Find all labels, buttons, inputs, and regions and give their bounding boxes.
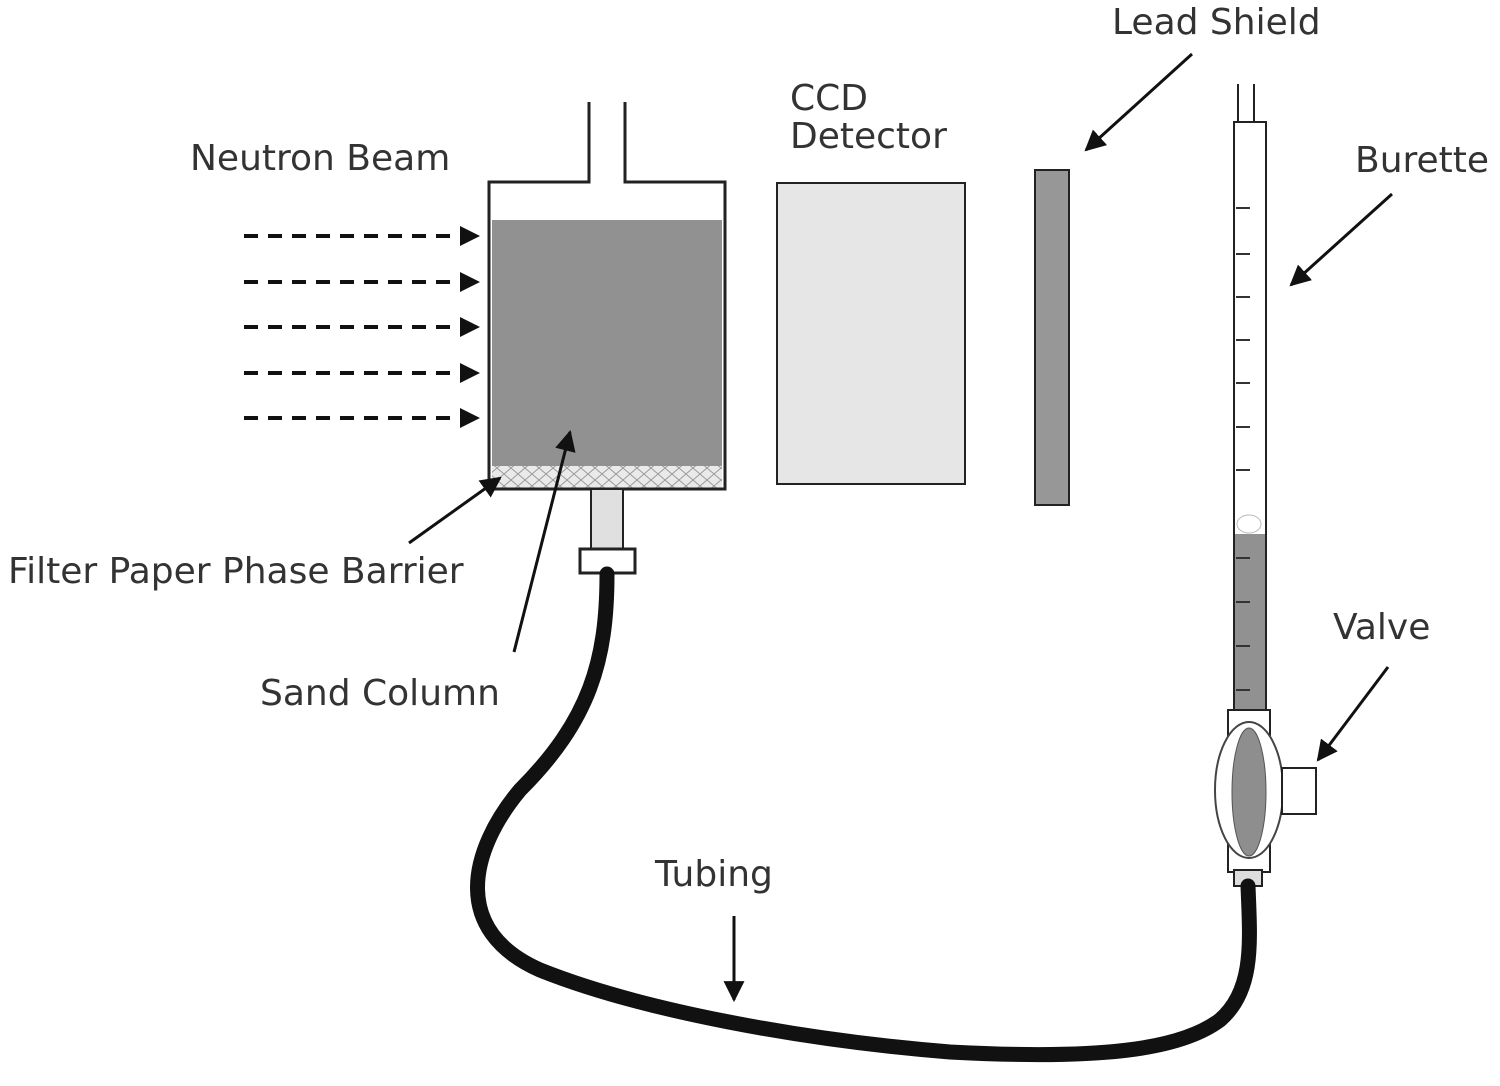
burette-graduations xyxy=(1236,207,1250,691)
ccd-detector xyxy=(776,182,966,485)
filter-paper-pointer xyxy=(408,476,502,545)
burette-meniscus xyxy=(1236,514,1262,534)
valve xyxy=(1214,709,1317,887)
label-tubing: Tubing xyxy=(655,854,773,895)
filter-paper-barrier xyxy=(492,466,722,488)
neutron-beam-arrows xyxy=(244,226,480,428)
valve-handle xyxy=(1281,767,1317,815)
valve-pointer xyxy=(1316,666,1390,762)
sand-column-pointer xyxy=(512,429,576,653)
valve-stopcock xyxy=(1231,727,1267,857)
label-neutron-beam: Neutron Beam xyxy=(190,138,451,179)
label-ccd-line1: CCD xyxy=(790,78,868,119)
burette-pointer xyxy=(1289,192,1394,287)
lead-shield-pointer xyxy=(1084,52,1194,152)
label-ccd-line2: Detector xyxy=(790,115,947,157)
burette-liquid xyxy=(1235,534,1265,710)
burette xyxy=(1233,84,1267,713)
sand-column-water xyxy=(492,220,722,468)
sand-column-container xyxy=(487,102,727,575)
tubing xyxy=(470,566,1257,1063)
label-ccd-detector: CCD Detector xyxy=(790,80,990,156)
label-valve: Valve xyxy=(1333,607,1431,648)
label-lead-shield: Lead Shield xyxy=(1112,2,1321,43)
lead-shield xyxy=(1034,169,1070,506)
label-burette: Burette xyxy=(1355,140,1490,181)
label-filter-paper: Filter Paper Phase Barrier xyxy=(8,551,464,592)
outlet-neck xyxy=(590,488,624,552)
label-sand-column: Sand Column xyxy=(260,673,500,714)
